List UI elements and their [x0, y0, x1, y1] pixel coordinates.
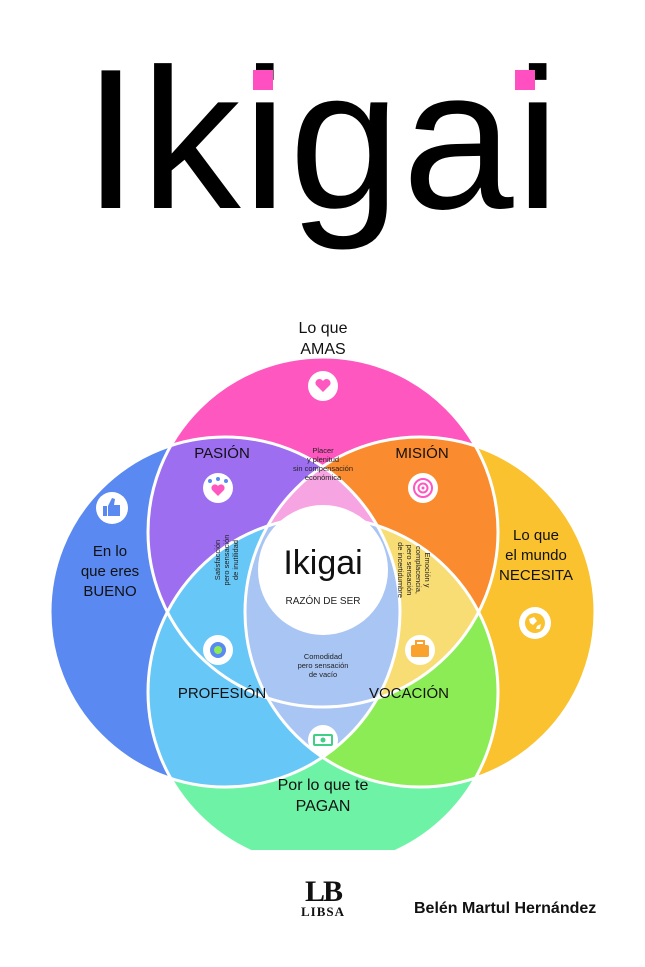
globe-icon	[519, 607, 551, 639]
petal-right-line3: pero sensación	[405, 545, 414, 596]
accent-dot-i2	[515, 70, 535, 90]
vocacion-label: VOCACIÓN	[369, 685, 449, 702]
petal-top-line2: y plenitud	[307, 455, 339, 464]
amas-line2: AMAS	[300, 341, 345, 358]
petal-bottom-line3: de vacío	[309, 670, 337, 679]
petal-right-line1: Emoción y	[423, 552, 432, 587]
author-name: Belén Martul Hernández	[414, 900, 597, 917]
publisher-name: LIBSA	[300, 904, 346, 919]
petal-right-line4: de incertidumbre	[396, 542, 405, 598]
bueno-line2: que eres	[81, 563, 139, 580]
petal-right-line2: complacencia,	[414, 546, 423, 594]
center-title: Ikigai	[283, 544, 362, 582]
bueno-line3: BUENO	[83, 583, 136, 600]
petal-bottom-line2: pero sensación	[298, 661, 349, 670]
petal-top-line1: Placer	[312, 446, 334, 455]
bueno-line1: En lo	[93, 543, 127, 560]
pagan-line1: Por lo que te	[278, 777, 369, 794]
money-icon	[308, 725, 338, 755]
briefcase-icon	[405, 635, 435, 665]
thumbs-up-icon	[96, 492, 128, 524]
cover-title-text: Ikigai	[83, 28, 562, 251]
pasion-label: PASIÓN	[194, 445, 250, 462]
center-subtitle: RAZÓN DE SER	[285, 594, 360, 607]
publisher-logo: LB LIBSA	[288, 875, 358, 920]
ikigai-diagram: Ikigai RAZÓN DE SER Lo que AMAS En lo qu…	[48, 320, 597, 850]
cover-title: Ikigai	[0, 40, 645, 240]
publisher-mark: LB	[304, 875, 343, 908]
petal-left-line3: de inutilidad	[231, 540, 240, 580]
necesita-line2: el mundo	[505, 547, 567, 564]
accent-dot-i	[253, 70, 273, 90]
petal-top-line3: sin compensación	[293, 464, 353, 473]
heart-icon	[308, 371, 338, 401]
award-icon	[203, 635, 233, 665]
petal-top-line4: económica	[305, 473, 342, 482]
necesita-line3: NECESITA	[499, 567, 573, 584]
petal-left-line2: pero sensación	[222, 535, 231, 586]
profesion-label: PROFESIÓN	[178, 685, 266, 702]
heart-stars-icon	[203, 473, 233, 503]
mision-label: MISIÓN	[395, 445, 448, 462]
target-icon	[408, 473, 438, 503]
center-circle	[258, 505, 388, 635]
petal-bottom-line1: Comodidad	[304, 652, 342, 661]
amas-line1: Lo que	[299, 320, 348, 337]
pagan-line2: PAGAN	[296, 798, 351, 815]
petal-left-line1: Satisfacción	[213, 540, 222, 580]
necesita-line1: Lo que	[513, 527, 559, 544]
